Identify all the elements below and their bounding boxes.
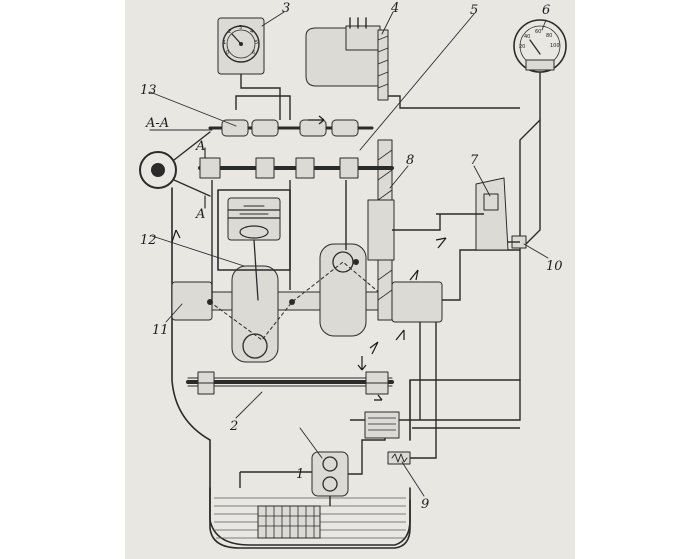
section-marker-bottom: A — [195, 207, 205, 222]
gauge-left-tick-4: 4 — [250, 29, 253, 35]
oil-cooler-lines — [350, 119, 541, 439]
gauge-right-tick-0: 20 — [519, 44, 525, 50]
pressure-reducing-valve — [239, 300, 437, 488]
gauge-left-tick-5: 5 — [255, 40, 258, 46]
label-pressure-gauge: 3 — [282, 1, 290, 16]
gauge-right-tick-3: 80 — [546, 33, 552, 39]
gauge-left-tick-1: 1 — [223, 40, 226, 46]
oil-intake-screen — [257, 505, 321, 539]
oil-cooler-valve — [392, 177, 509, 251]
oil-pump — [311, 426, 386, 506]
temperature-sensor — [508, 235, 527, 249]
label-camshaft: 5 — [470, 3, 478, 18]
gauge-right-tick-2: 60 — [535, 29, 541, 35]
label-pump: 1 — [296, 467, 304, 482]
label-shaft: 2 — [229, 419, 238, 434]
crankshaft — [171, 243, 443, 363]
label-sensor: 10 — [546, 259, 563, 274]
label-temp-gauge: 6 — [542, 3, 550, 18]
gauge-left-tick-6: 6 — [252, 50, 255, 56]
gauge-left-tick-2: 2 — [228, 29, 231, 35]
label-crank-main: 11 — [152, 323, 169, 338]
oil-pressure-gauge: 0 1 2 3 4 5 6 — [217, 17, 281, 120]
gauge-left-tick-0: 0 — [226, 50, 229, 56]
label-reducing-valve: 9 — [421, 497, 429, 512]
cylinder-piston — [217, 189, 291, 301]
gauge-right-tick-4: 100 — [550, 43, 560, 49]
section-marker-top: A — [195, 139, 205, 154]
label-piston: 12 — [140, 233, 157, 248]
section-title: A-A — [145, 116, 169, 131]
leader-lines — [149, 11, 549, 497]
label-filter: 4 — [390, 1, 399, 16]
timing-gears — [367, 139, 395, 321]
section-a-a: A-A A A — [139, 116, 213, 222]
label-gears: 8 — [406, 153, 414, 168]
label-rocker: 13 — [140, 83, 157, 98]
oil-temperature-gauge: 20 40 60 80 100 — [513, 19, 567, 245]
oil-flow-arrows — [171, 115, 447, 401]
label-cooler-valve: 7 — [470, 153, 479, 168]
camshaft — [198, 157, 394, 300]
distributor-shaft — [186, 371, 394, 395]
gauge-left-tick-3: 3 — [239, 25, 242, 31]
oil-filter-housing — [305, 17, 520, 109]
gauge-right-tick-1: 40 — [524, 34, 530, 40]
